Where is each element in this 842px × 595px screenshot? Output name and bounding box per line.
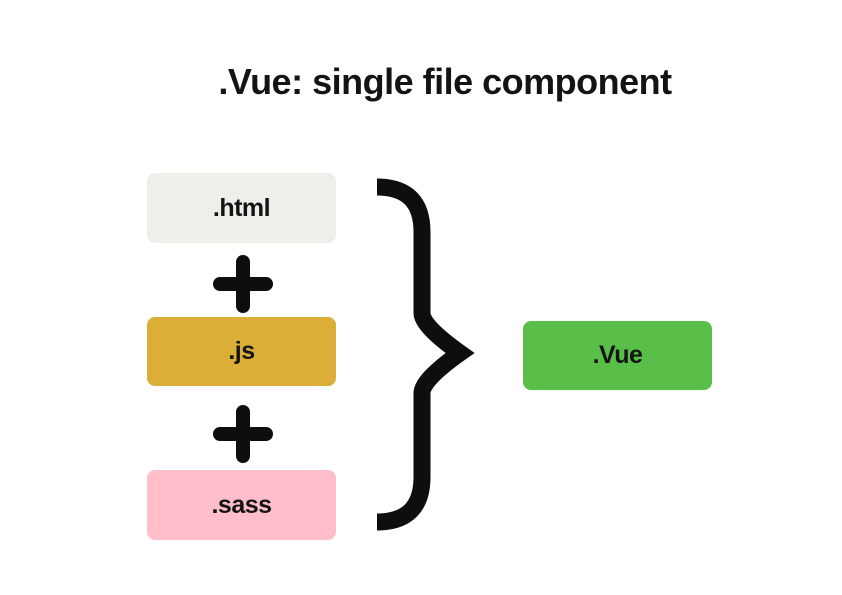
source-box-js: .js [147, 317, 336, 386]
plus-icon [213, 405, 273, 463]
source-box-sass: .sass [147, 470, 336, 540]
curly-brace-icon [376, 178, 475, 531]
plus-icon [213, 255, 273, 313]
page-title: .Vue: single file component [218, 61, 672, 102]
result-box-vue: .Vue [523, 321, 712, 390]
source-box-html-label: .html [212, 193, 271, 222]
result-box-vue-label: .Vue [592, 341, 643, 369]
source-box-sass-label: .sass [211, 490, 272, 519]
source-box-js-label: .js [228, 337, 255, 365]
source-box-html: .html [147, 173, 336, 243]
